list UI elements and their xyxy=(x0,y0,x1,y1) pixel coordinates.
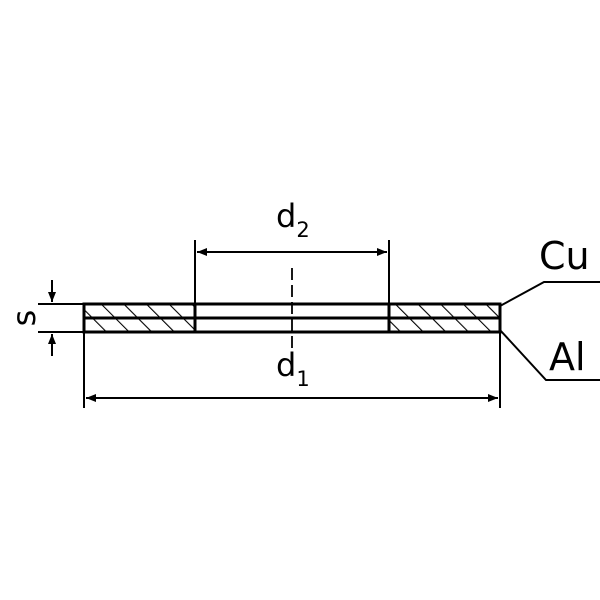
washer-right-section xyxy=(389,304,500,332)
inner-diameter-label: d2 xyxy=(276,197,310,242)
thickness-label: s xyxy=(5,310,43,327)
outer-diameter-label: d1 xyxy=(276,346,310,391)
washer-left-section xyxy=(84,304,195,332)
copper-label: Cu xyxy=(539,234,590,278)
aluminum-leader-line xyxy=(499,329,600,381)
thickness-dimension xyxy=(38,280,84,356)
outer-diameter-dimension xyxy=(83,332,501,408)
aluminum-label: Al xyxy=(549,335,586,379)
inner-diameter-dimension xyxy=(194,240,390,304)
copper-leader-line xyxy=(499,281,600,307)
